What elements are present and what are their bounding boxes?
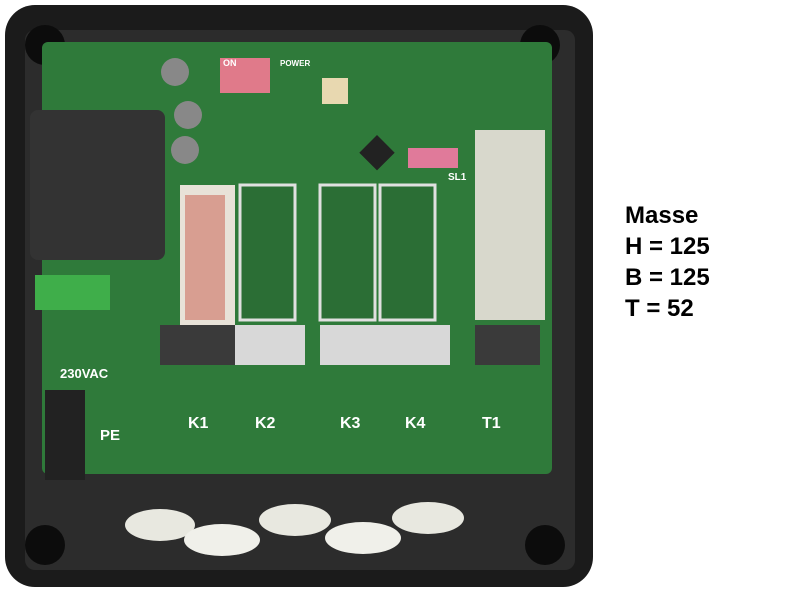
label-k1: K1 [188,415,209,432]
terminal-9-11 [160,325,235,365]
relay-k4 [378,183,437,322]
dimensions-title: Masse [625,202,699,229]
antenna-module [475,130,545,320]
cable-gland [184,524,260,556]
chip [359,135,395,171]
label-on: ON [223,58,237,68]
label-k2: K2 [255,415,276,432]
label-sl1: SL1 [448,172,467,183]
capacitor [174,101,202,129]
capacitor [171,136,199,164]
relay-k1 [238,183,297,322]
relay-k3 [318,183,377,322]
dimensions-block: Masse H = 125 B = 125 T = 52 [625,200,710,324]
screw-hole [25,525,65,565]
dimension-width: B = 125 [625,264,710,291]
capacitor [161,58,189,86]
label-voltage: 230VAC [60,366,109,381]
terminal-pe [45,390,85,480]
label-t1: T1 [482,415,501,432]
label-pe: PE [100,427,120,444]
push-button [322,78,348,104]
screw-hole [525,525,565,565]
terminal-18-20 [385,325,450,365]
dip-switch [220,58,270,93]
label-k3: K3 [340,415,361,432]
label-power: POWER [280,59,310,68]
dimension-height: H = 125 [625,233,710,260]
terminal-15-17 [320,325,385,365]
product-photo-switch-box: K1 K2 K3 K4 T1 PE 230VAC POWER ON SL1 [5,5,593,587]
terminal-12-14 [235,325,305,365]
fuse-sticker [185,195,225,320]
cable-gland [325,522,401,554]
transformer [30,110,165,260]
terminal-21-23 [475,325,540,365]
cable-gland [125,509,195,541]
terminal-green [35,275,110,310]
dimension-depth: T = 52 [625,295,694,322]
connector-sl1 [408,148,458,168]
label-k4: K4 [405,415,426,432]
cable-gland [259,504,331,536]
cable-gland [392,502,464,534]
